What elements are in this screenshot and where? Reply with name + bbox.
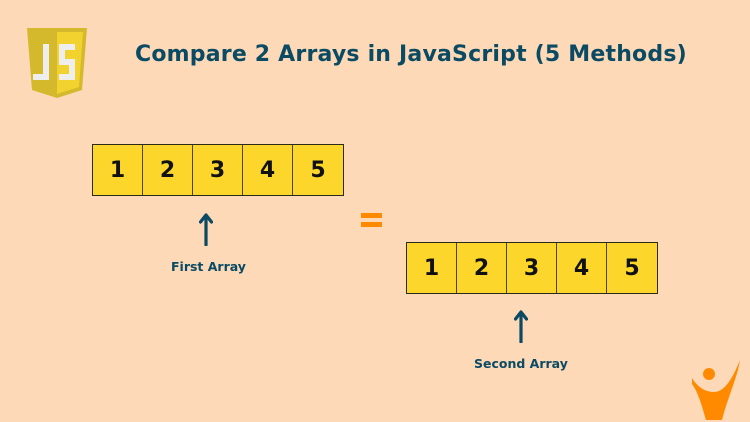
array-cell: 1 [93,145,143,195]
array-cell: 4 [243,145,293,195]
equals-icon [361,213,382,228]
array-cell: 4 [557,243,607,293]
array-cell: 3 [193,145,243,195]
first-array: 1 2 3 4 5 [92,144,344,196]
person-v-logo-icon [692,360,740,420]
arrow-up-icon [514,310,528,343]
javascript-shield-icon [27,28,87,98]
array-cell: 1 [407,243,457,293]
first-array-label: First Array [171,259,246,274]
array-cell: 2 [457,243,507,293]
array-cell: 2 [143,145,193,195]
second-array: 1 2 3 4 5 [406,242,658,294]
page-title: Compare 2 Arrays in JavaScript (5 Method… [135,42,687,67]
second-array-label: Second Array [474,356,568,371]
arrow-up-icon [199,213,213,246]
array-cell: 5 [624,255,640,281]
array-cell: 5 [310,157,326,183]
array-cell: 3 [507,243,557,293]
